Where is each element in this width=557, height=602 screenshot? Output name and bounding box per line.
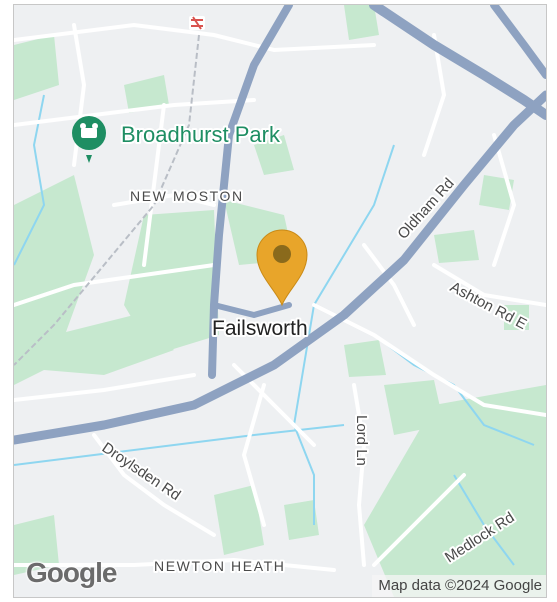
district-label-north: NEW MOSTON [130, 188, 244, 204]
town-label[interactable]: Failsworth [210, 315, 310, 342]
green-areas [14, 5, 546, 597]
major-roads [14, 5, 546, 445]
rail-lines [14, 34, 200, 366]
google-logo[interactable]: Google [26, 557, 117, 588]
road-label-lord: Lord Ln [353, 415, 370, 466]
map-pin-icon[interactable] [256, 229, 308, 307]
park-label[interactable]: Broadhurst Park [119, 120, 283, 149]
district-label-south: NEWTON HEATH [154, 558, 285, 574]
park-icon[interactable] [72, 116, 106, 163]
map-container[interactable]: Broadhurst Park NEW MOSTON Failsworth Ol… [13, 4, 547, 598]
rail-station-icon[interactable] [189, 16, 205, 30]
map-attribution[interactable]: Map data ©2024 Google [372, 575, 546, 597]
map-canvas[interactable]: Broadhurst Park NEW MOSTON Failsworth Ol… [14, 5, 546, 597]
